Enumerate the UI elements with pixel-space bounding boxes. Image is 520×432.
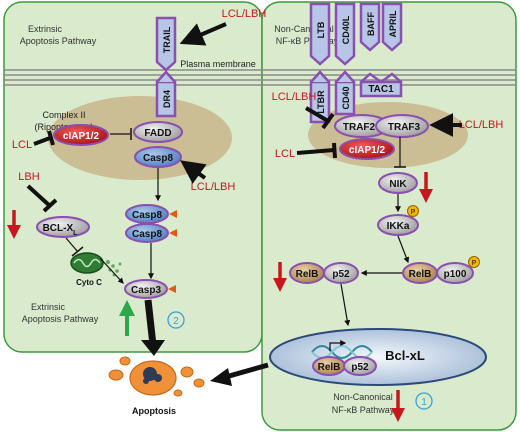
nik-node: [378, 172, 418, 194]
traf3-label: TRAF3: [388, 122, 421, 133]
cytoc-label: Cyto C: [76, 278, 102, 287]
lcl-ciap-right-inhibitor: [296, 148, 335, 155]
trail-activation-arrow: [179, 22, 227, 46]
dr4-label: DR4: [162, 90, 172, 108]
bclx-main-label: BCL-X: [43, 223, 74, 234]
mitochondrion-icon: [70, 252, 104, 274]
nucleus: [269, 328, 487, 386]
tac1-label: TAC1: [368, 84, 394, 95]
ciap-left-node: [53, 124, 109, 146]
drug-lcl-lbh-traf3: LCL/LBH: [459, 119, 504, 131]
nucleus-to-apoptosis-head: [210, 368, 232, 386]
lcl-lbh-traf2-inhibitor: [304, 106, 330, 123]
ikka-node: [377, 214, 419, 236]
p52-nucleus-label: p52: [351, 362, 369, 373]
casp8-a-label: Casp8: [132, 210, 162, 221]
apoptotic-cell-icon: [108, 356, 205, 397]
casp8-b-cleavage-mark: [169, 229, 177, 237]
ikka-label: IKKa: [387, 221, 410, 232]
extrinsic-title-top-2: Apoptosis Pathway: [20, 36, 97, 46]
nik-label: NIK: [389, 179, 407, 190]
ltb-label: LTB: [316, 21, 326, 38]
relb-nucleus-label: RelB: [318, 362, 341, 373]
trail-ligand-shape: [155, 16, 177, 72]
p52-left-label: p52: [332, 269, 350, 280]
bclxl-gene-label: Bcl-xL: [385, 348, 425, 363]
ltbr-label: LTBR: [316, 90, 326, 114]
april-label: APRIL: [388, 10, 398, 38]
step-2-label: 2: [173, 316, 179, 327]
p100-phospho-label: P: [472, 260, 477, 267]
fadd-node: [133, 121, 183, 143]
ciap-right-label: cIAP1/2: [349, 145, 386, 156]
drug-lcl-ciap-right: LCL: [275, 148, 295, 160]
casp3-to-apoptosis-line: [144, 299, 157, 346]
p100-phospho-badge: [468, 256, 480, 268]
apoptosis-label: Apoptosis: [132, 406, 176, 416]
casp8-activation-arrow: [180, 160, 207, 184]
ciap-right-node: [339, 138, 395, 160]
cd40-label: CD40: [341, 86, 351, 109]
p100-label: p100: [444, 269, 467, 280]
casp8-complex-node: [134, 146, 182, 168]
casp3-to-apoptosis-head: [141, 340, 165, 356]
trail-label: TRAIL: [162, 26, 172, 53]
baff-label: BAFF: [366, 12, 376, 36]
bclx-inhibits-cytoc: [65, 237, 79, 253]
casp8-b-node: [125, 223, 169, 243]
membrane-label: Plasma membrane: [180, 59, 256, 69]
casp8-a-cleavage-mark: [169, 210, 177, 218]
drug-lcl-lbh-traf2: LCL/LBH: [272, 91, 317, 103]
baff-april-tac1-receptor: [359, 2, 403, 98]
noncanonical-title-bottom-2: NF-κB Pathway: [332, 405, 395, 415]
traf2-label: TRAF2: [343, 122, 376, 133]
ikka-phospho-badge: [407, 205, 419, 217]
noncanonical-title-top-1: Non-Canonical: [274, 24, 334, 34]
lbh-bclx-inhibitor: [26, 184, 52, 208]
cd40l-label: CD40L: [341, 15, 351, 44]
bclx-label: BCL-XL: [43, 223, 79, 237]
bclx-node: [36, 216, 90, 238]
casp3-label: Casp3: [131, 285, 161, 296]
drug-lbh-bclx: LBH: [18, 171, 39, 183]
p100-node: [436, 262, 474, 284]
step-2-circle: [167, 311, 185, 329]
p52-nucleus-node: [343, 356, 377, 376]
bclx-sub-label: L: [73, 230, 78, 237]
casp3-node: [124, 279, 168, 299]
drug-lcl-lbh-casp8: LCL/LBH: [191, 181, 236, 193]
ikka-phospho-label: P: [411, 209, 416, 216]
ciap-left-label: cIAP1/2: [63, 131, 100, 142]
cytoc-to-casp3-arrow: [99, 257, 124, 284]
relb-p52-to-nucleus-arrow: [340, 283, 351, 327]
step-1-label: 1: [421, 397, 427, 408]
casp8-b-label: Casp8: [132, 229, 162, 240]
relb-right-label: RelB: [409, 269, 432, 280]
p52-left-node: [323, 262, 359, 284]
complex-ii-label: Complex II: [42, 110, 85, 120]
extrinsic-title-top-1: Extrinsic: [28, 24, 63, 34]
cd40l-cd40-receptor: [334, 2, 356, 116]
drug-lcl-ciap-left: LCL: [12, 139, 32, 151]
noncanonical-title-bottom-1: Non-Canonical: [333, 392, 393, 402]
extrinsic-title-bottom-2: Apoptosis Pathway: [22, 314, 99, 324]
extrinsic-title-bottom-1: Extrinsic: [31, 302, 66, 312]
traf3-node: [375, 114, 429, 138]
trail-dr4-receptor: [155, 16, 177, 118]
casp3-cleavage-mark: [168, 285, 176, 293]
ltb-ltbr-receptor: [309, 2, 331, 124]
plasma-membrane: [4, 69, 516, 86]
relb-left-label: RelB: [296, 269, 319, 280]
transcription-start-arrow: [329, 340, 347, 351]
noncanonical-title-top-2: NF-κB Pathway: [276, 36, 339, 46]
drug-lcl-lbh-trail: LCL/LBH: [222, 8, 267, 20]
casp8-complex-label: Casp8: [143, 153, 173, 164]
step-1-circle: [415, 392, 433, 410]
fadd-label: FADD: [144, 128, 171, 139]
lcl-ciap-inhibitor: [33, 136, 51, 146]
ikka-to-p100-arrow: [397, 235, 410, 264]
